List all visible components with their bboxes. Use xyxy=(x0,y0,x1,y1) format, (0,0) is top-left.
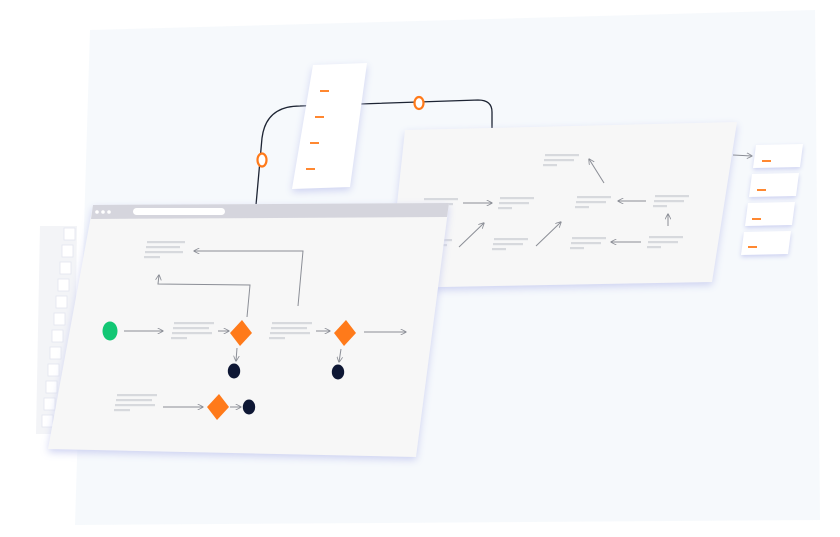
end-node-icon[interactable] xyxy=(227,363,241,379)
secondary-connectors xyxy=(458,155,752,248)
rail-tab[interactable] xyxy=(63,227,76,241)
window-dot[interactable] xyxy=(101,210,105,214)
start-node-icon[interactable] xyxy=(102,321,118,341)
window-dot[interactable] xyxy=(95,210,99,214)
rail-tab[interactable] xyxy=(51,329,64,343)
link-ring-icon xyxy=(413,95,425,111)
rail-tab[interactable] xyxy=(55,295,68,309)
rail-tab[interactable] xyxy=(41,414,54,428)
rail-tab[interactable] xyxy=(49,346,62,360)
secondary-panel xyxy=(388,122,752,288)
rail-tab[interactable] xyxy=(59,261,72,275)
floating-card xyxy=(292,63,367,189)
stack-card xyxy=(753,144,803,168)
decision-node-icon[interactable] xyxy=(334,320,356,346)
end-node-icon[interactable] xyxy=(331,364,345,380)
connection-cable xyxy=(255,99,493,206)
rail-tab[interactable] xyxy=(43,397,56,411)
address-bar[interactable] xyxy=(133,208,225,215)
decision-node-icon[interactable] xyxy=(230,320,252,346)
rail-tab[interactable] xyxy=(61,244,74,258)
rail-tab[interactable] xyxy=(45,380,58,394)
stack-card xyxy=(749,173,799,197)
stack-card xyxy=(745,202,795,226)
window-dot[interactable] xyxy=(107,210,111,214)
secondary-text-blocks xyxy=(416,154,689,252)
decision-node-icon[interactable] xyxy=(207,394,229,420)
link-ring-icon xyxy=(256,152,268,168)
right-card-stack xyxy=(741,144,803,255)
stack-card xyxy=(741,231,791,255)
rail-tab[interactable] xyxy=(53,312,66,326)
rail-tab[interactable] xyxy=(57,278,70,292)
main-connectors xyxy=(124,251,406,407)
main-text-blocks xyxy=(114,241,312,412)
main-window xyxy=(48,203,449,457)
end-node-icon[interactable] xyxy=(242,399,256,415)
rail-tab[interactable] xyxy=(47,363,60,377)
